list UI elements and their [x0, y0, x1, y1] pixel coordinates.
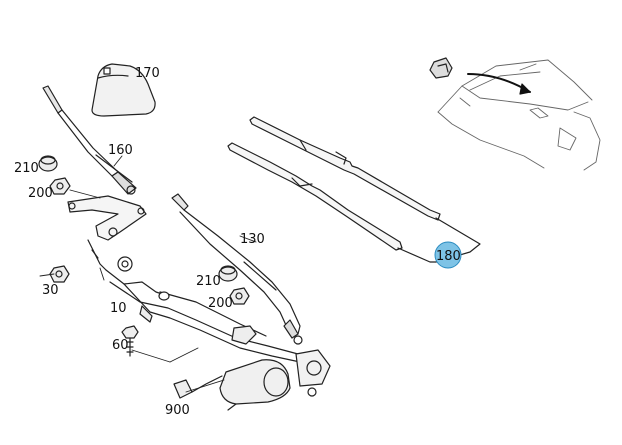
part-210-cap-right[interactable] [218, 265, 238, 282]
pointer-arrow [467, 73, 531, 95]
part-60-bolt[interactable] [121, 325, 139, 357]
part-900-wiper-motor[interactable] [173, 349, 331, 411]
label-160[interactable]: 160 [108, 143, 133, 158]
position-labels: 170 160 210 200 30 10 60 900 130 210 200… [14, 66, 462, 418]
part-180-wiper-blades[interactable] [227, 116, 481, 263]
part-200-nut-left[interactable] [49, 177, 71, 195]
label-30[interactable]: 30 [42, 283, 59, 298]
label-10[interactable]: 10 [110, 301, 127, 316]
part-210-cap-left[interactable] [38, 155, 58, 172]
part-30-nut[interactable] [49, 265, 70, 283]
label-210-left[interactable]: 210 [14, 161, 39, 176]
label-900[interactable]: 900 [165, 403, 190, 418]
label-60[interactable]: 60 [112, 338, 129, 353]
inset-vehicle-front [437, 59, 601, 171]
hotspot-180[interactable]: 180 [434, 241, 462, 269]
part-200-nut-right[interactable] [229, 287, 250, 305]
label-210-right[interactable]: 210 [196, 274, 221, 289]
inset-blade-icon [429, 57, 453, 79]
label-180[interactable]: 180 [436, 249, 461, 264]
part-170-cover-cap[interactable] [91, 63, 156, 117]
label-130[interactable]: 130 [240, 232, 265, 247]
label-170[interactable]: 170 [135, 66, 160, 81]
part-130-wiper-arm-right[interactable] [171, 193, 303, 345]
part-160-wiper-arm-left[interactable] [42, 85, 137, 195]
part-10-wiper-linkage[interactable] [67, 195, 301, 363]
label-200-left[interactable]: 200 [28, 186, 53, 201]
label-200-right[interactable]: 200 [208, 296, 233, 311]
leader-lines [39, 155, 257, 393]
